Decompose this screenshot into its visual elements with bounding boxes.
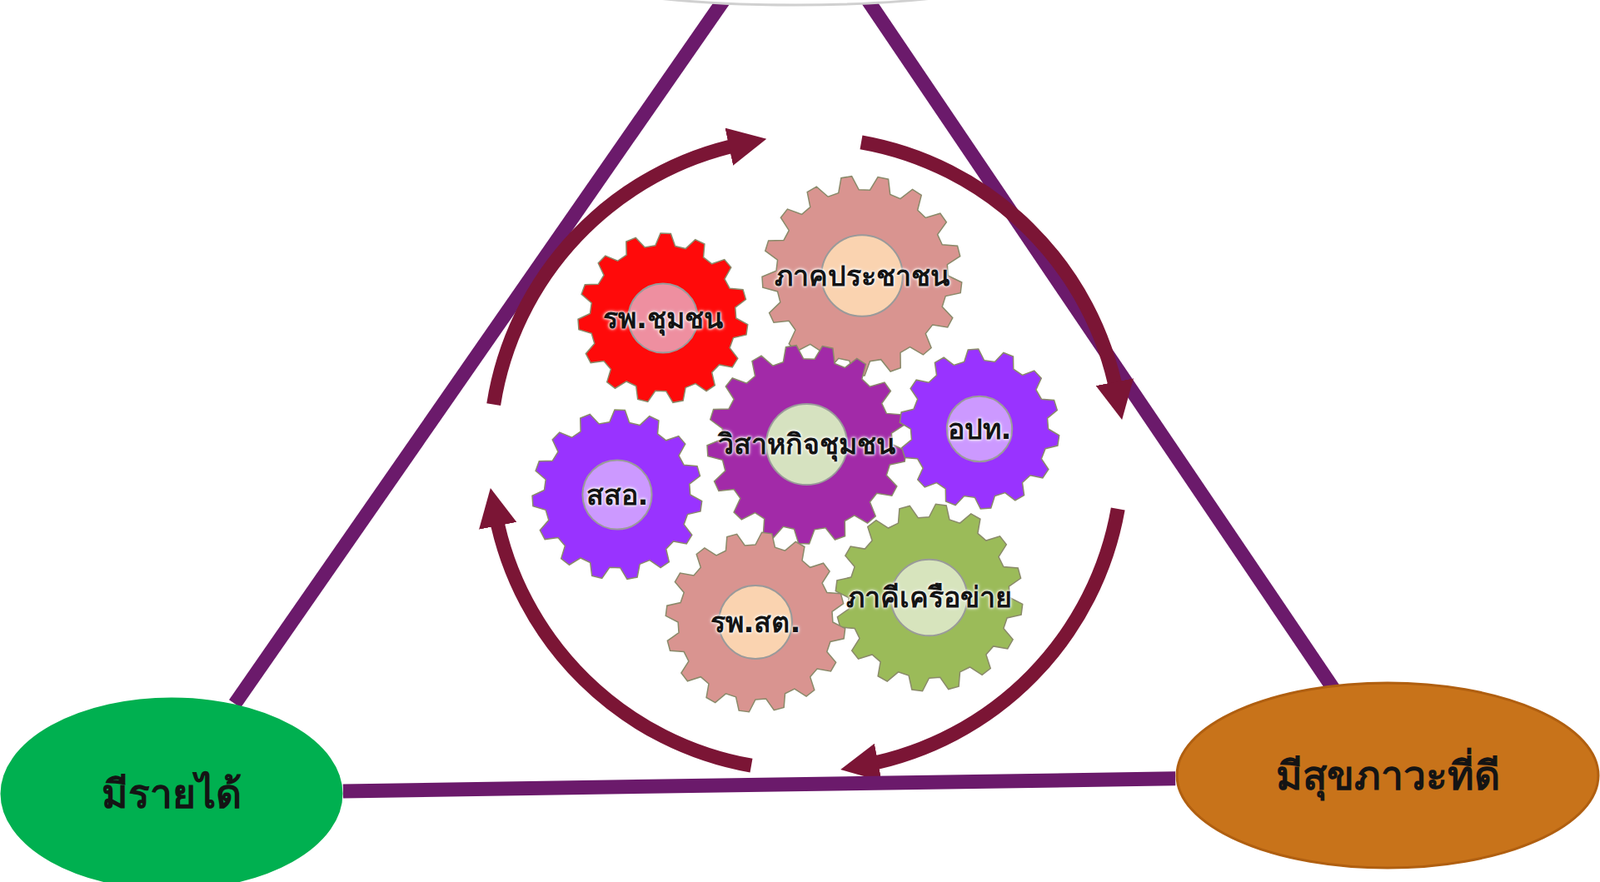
gear-body xyxy=(835,503,1022,691)
gear-body xyxy=(532,409,703,579)
connector-line xyxy=(343,778,1176,792)
node-label: มีรายได้ xyxy=(101,768,242,819)
oval-fill xyxy=(1,698,342,882)
gear-node: วิสาหกิจชุมชน xyxy=(705,343,908,546)
node-label: สสอ. xyxy=(586,477,649,514)
gear-body xyxy=(899,348,1059,509)
gear-node: รพ.สต. xyxy=(663,530,848,714)
node-label: อปท. xyxy=(947,411,1012,448)
cycle-arrows xyxy=(493,142,1119,766)
gear-node: รพ.ชุมชน xyxy=(576,231,750,405)
node-label: มีสุขภาวะที่ดี xyxy=(1276,750,1501,801)
gear-body xyxy=(578,233,748,403)
node-label: รพ.ชุมชน xyxy=(603,300,723,337)
gear-body xyxy=(707,344,907,544)
gear-node: ภาคีเครือข่าย xyxy=(833,502,1025,693)
triangle-side xyxy=(234,0,730,704)
node-label: ภาคีเครือข่าย xyxy=(846,579,1012,616)
gear-node: สสอ. xyxy=(530,408,704,582)
gear-node: อปท. xyxy=(897,347,1062,511)
oval-fill xyxy=(1176,682,1599,868)
node-label: วิสาหกิจชุมชน xyxy=(717,426,896,463)
gear-hub xyxy=(947,396,1012,462)
node-label: รพ.สต. xyxy=(710,604,802,641)
outcome-oval: มีรายได้ xyxy=(0,697,344,882)
outcome-oval: มีสุขภาวะที่ดี xyxy=(1175,681,1600,870)
gear-hub xyxy=(582,459,652,529)
top-oval xyxy=(553,0,1037,5)
node-label: ภาคประชาชน xyxy=(774,258,950,295)
gear-body xyxy=(665,532,845,712)
